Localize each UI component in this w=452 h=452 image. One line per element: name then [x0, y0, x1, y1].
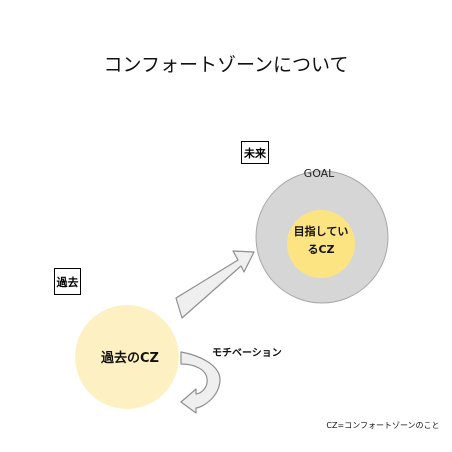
past-cz-label: 過去のCZ: [101, 351, 159, 366]
past-label: 過去: [54, 268, 81, 295]
target-cz-label-line2: るCZ: [307, 243, 335, 256]
goal-label: GOAL: [303, 167, 335, 180]
future-label: 未来: [241, 141, 269, 164]
past-cz-circle: [75, 305, 179, 409]
motivation-label: モチベーション: [212, 348, 282, 359]
motivation-curved-arrow: [180, 351, 221, 414]
target-cz-label-line1: 目指してい: [293, 225, 349, 238]
footnote: CZ=コンフォートゾーンのこと: [326, 421, 440, 430]
growth-arrow: [175, 250, 255, 319]
target-cz-label: 目指してい るCZ: [292, 223, 350, 259]
page-title: コンフォートゾーンについて: [103, 54, 349, 76]
goal-inner-circle: [287, 210, 355, 278]
